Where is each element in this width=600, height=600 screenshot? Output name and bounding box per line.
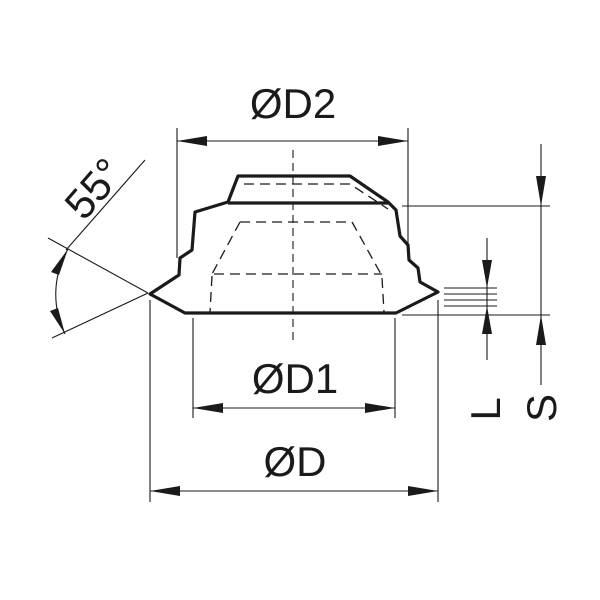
d2-label: ØD2 — [250, 80, 336, 127]
d-label: ØD — [264, 438, 327, 485]
hidden-inner-left-wall — [209, 275, 213, 313]
hidden-inner-cone — [240, 221, 383, 277]
s-arrow-bottom — [536, 315, 546, 345]
d-arrow-right — [408, 486, 438, 496]
angle-line-lower — [51, 292, 149, 339]
d1-label: ØD1 — [252, 355, 338, 402]
d1-arrow-left — [193, 403, 223, 413]
cup-outline — [148, 174, 440, 315]
l-arrow-top — [482, 260, 492, 288]
angle-label: 55° — [55, 149, 132, 228]
angle-leader — [65, 159, 146, 251]
s-label: S — [518, 394, 565, 422]
d-arrow-left — [150, 486, 180, 496]
d2-arrow-right — [378, 136, 408, 146]
s-arrow-top — [536, 176, 546, 206]
d2-arrow-left — [177, 136, 207, 146]
angle-line-upper — [47, 237, 149, 294]
hidden-inner-left — [211, 221, 241, 275]
angle-arrow-lower — [50, 308, 65, 334]
l-label: L — [462, 397, 509, 420]
angle-arrow-upper — [51, 249, 68, 275]
d1-arrow-right — [365, 403, 395, 413]
l-arrow-bottom — [482, 306, 492, 334]
hidden-inner-top — [244, 183, 389, 210]
hidden-inner-right-wall — [381, 277, 385, 313]
